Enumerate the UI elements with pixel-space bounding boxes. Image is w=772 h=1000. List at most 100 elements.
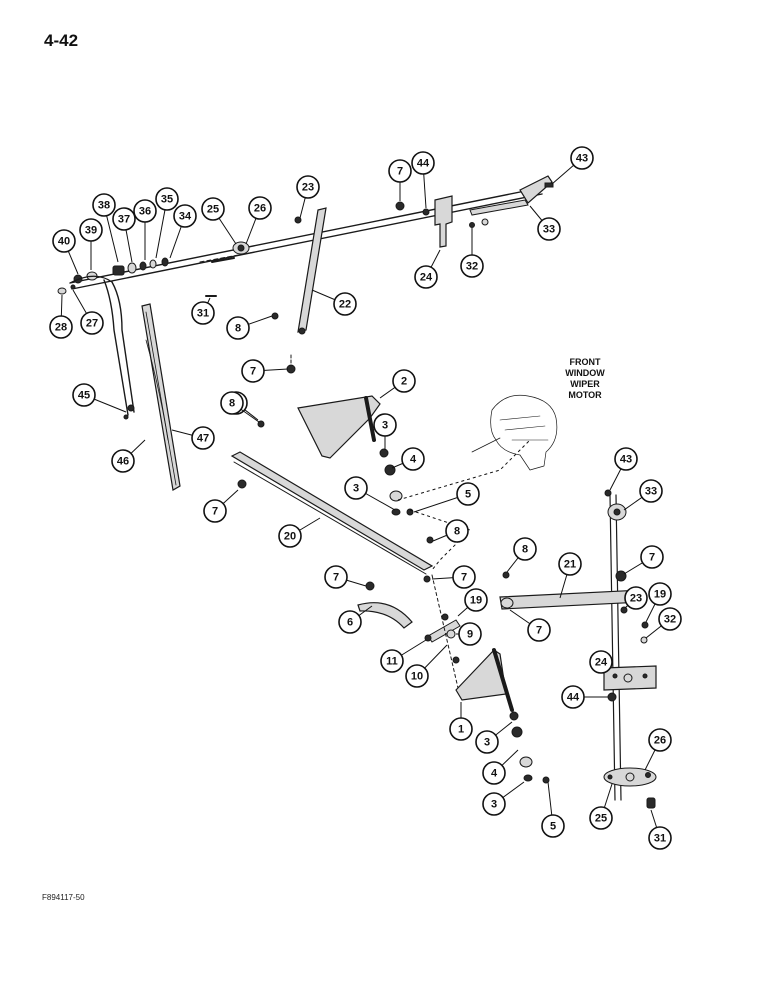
callout-circle [452,565,476,589]
callout-23: 23 [624,586,648,610]
callout-number: 46 [117,456,129,468]
callout-44: 44 [561,685,608,709]
callout-circle [401,447,425,471]
callout-number: 36 [139,206,151,218]
callout-31: 31 [648,809,672,850]
callout-circle [648,826,672,850]
callout-number: 7 [397,166,403,178]
callout-number: 19 [470,595,482,607]
callout-25: 25 [589,783,613,830]
wiper-motor-sketch: FRONT WINDOW WIPER MOTOR [471,357,605,471]
callout-circle [541,814,565,838]
callout-circle [458,622,482,646]
callout-32: 32 [460,228,484,278]
callout-1: 1 [449,702,473,741]
callout-23: 23 [296,175,320,219]
callout-circle [658,607,682,631]
callout-7: 7 [324,565,367,589]
callout-number: 24 [595,657,608,669]
callout-number: 43 [620,454,632,466]
callout-circle [344,476,368,500]
callout-number: 25 [207,204,219,216]
callout-number: 31 [197,308,209,320]
callout-circle [373,413,397,437]
callout-circle [449,717,473,741]
callout-circle [49,315,73,339]
callout-circle [445,519,469,543]
callout-number: 45 [78,390,90,402]
callout-circle [380,649,404,673]
callout-45: 45 [72,383,127,413]
drive-bar-20 [230,451,434,575]
callout-number: 1 [458,724,464,736]
callout-27: 27 [72,289,104,335]
callout-26: 26 [644,728,672,771]
callout-11: 11 [380,639,427,673]
callout-number: 43 [576,153,588,165]
callout-circle [220,391,244,415]
callout-circle [388,159,412,183]
callout-10: 10 [405,644,448,688]
callout-8: 8 [432,519,469,543]
callout-number: 24 [420,272,433,284]
callout-circle [338,610,362,634]
callout-3: 3 [344,476,396,511]
callout-22: 22 [311,289,357,316]
callout-number: 8 [229,398,235,410]
callout-35: 35 [155,187,179,259]
callout-circle [482,792,506,816]
callout-21: 21 [558,552,582,599]
callout-circle [640,545,664,569]
callout-number: 26 [254,203,266,215]
callout-number: 40 [58,236,70,248]
callout-2: 2 [379,369,416,399]
callout-39: 39 [79,218,103,270]
callout-circle [482,761,506,785]
callout-number: 3 [353,483,359,495]
callout-number: 11 [386,656,398,668]
callout-number: 28 [55,322,67,334]
callout-7: 7 [241,359,289,383]
callout-7: 7 [388,159,412,201]
callout-number: 33 [543,224,555,236]
callout-number: 7 [536,625,542,637]
callout-circle [561,685,585,709]
callout-circle [589,806,613,830]
callout-8: 8 [220,391,260,423]
callout-circle [191,301,215,325]
callout-number: 7 [212,506,218,518]
callout-number: 44 [567,692,580,704]
callout-7: 7 [431,565,476,589]
callout-circle [296,175,320,199]
callout-47: 47 [171,426,215,450]
callout-number: 34 [179,211,192,223]
callout-7: 7 [509,609,551,642]
callout-number: 3 [382,420,388,432]
callout-circle [589,650,613,674]
callout-circle [333,292,357,316]
callout-number: 3 [491,799,497,811]
callout-number: 23 [302,182,314,194]
callout-number: 20 [284,531,296,543]
callout-number: 8 [522,544,528,556]
callout-number: 3 [484,737,490,749]
callout-number: 38 [98,200,110,212]
callout-43: 43 [609,447,638,491]
callout-5: 5 [541,781,565,838]
callout-8: 8 [506,537,537,573]
callout-circle [460,254,484,278]
callout-7: 7 [203,489,239,523]
callout-circle [464,588,488,612]
callout-33: 33 [623,479,663,511]
callout-circle [570,146,594,170]
callout-circle [414,265,438,289]
callout-3: 3 [482,781,525,816]
callout-number: 7 [250,366,256,378]
upper-shaft-hardware [57,241,250,297]
callout-number: 21 [564,559,576,571]
callout-number: 22 [339,299,351,311]
wiper-blade [141,303,181,491]
callout-number: 35 [161,194,173,206]
callout-number: 8 [235,323,241,335]
